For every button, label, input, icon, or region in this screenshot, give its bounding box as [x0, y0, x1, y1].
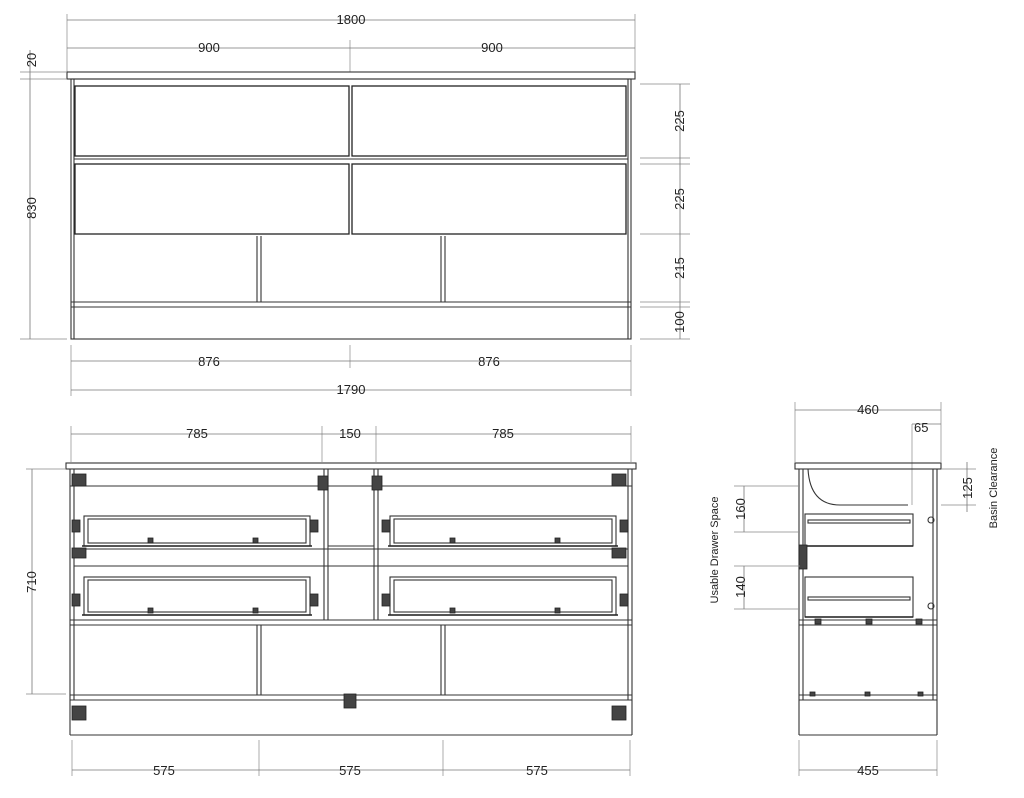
dim-kick-height: 100 [672, 311, 687, 333]
dim-half-width-right: 900 [481, 40, 503, 55]
dim-depth-top: 460 [857, 402, 879, 417]
side-view: 460 65 [709, 402, 1000, 778]
dim-usable-space-upper: 160 [733, 498, 748, 520]
dim-depth-bottom: 455 [857, 763, 879, 778]
dim-overall-width: 1800 [337, 12, 366, 27]
dim-drawer-top-height: 225 [672, 110, 687, 132]
dim-section-height: 710 [24, 571, 39, 593]
dim-basin-clearance: 125 [960, 477, 975, 499]
dim-body-width: 1790 [337, 382, 366, 397]
dim-half-width-left: 900 [198, 40, 220, 55]
dim-center-gap: 150 [339, 426, 361, 441]
front-elevation: 1800 900 900 20 830 [20, 12, 690, 397]
label-basin-clearance: Basin Clearance [988, 448, 1000, 529]
dim-lower-half-left: 876 [198, 354, 220, 369]
dim-open-shelf-height: 215 [672, 257, 687, 279]
dim-body-height: 830 [24, 197, 39, 219]
dim-usable-space-lower: 140 [733, 576, 748, 598]
dim-bay-left: 785 [186, 426, 208, 441]
dim-bottom-bay-3: 575 [526, 763, 548, 778]
section-view: 785 150 785 [24, 426, 637, 778]
dim-bottom-bay-2: 575 [339, 763, 361, 778]
dim-bottom-bay-1: 575 [153, 763, 175, 778]
dim-bay-right: 785 [492, 426, 514, 441]
label-usable-drawer-space: Usable Drawer Space [709, 497, 721, 604]
dim-inset: 65 [914, 420, 928, 435]
dim-lower-half-right: 876 [478, 354, 500, 369]
dim-top-thickness: 20 [24, 53, 39, 67]
dim-drawer-mid-height: 225 [672, 188, 687, 210]
